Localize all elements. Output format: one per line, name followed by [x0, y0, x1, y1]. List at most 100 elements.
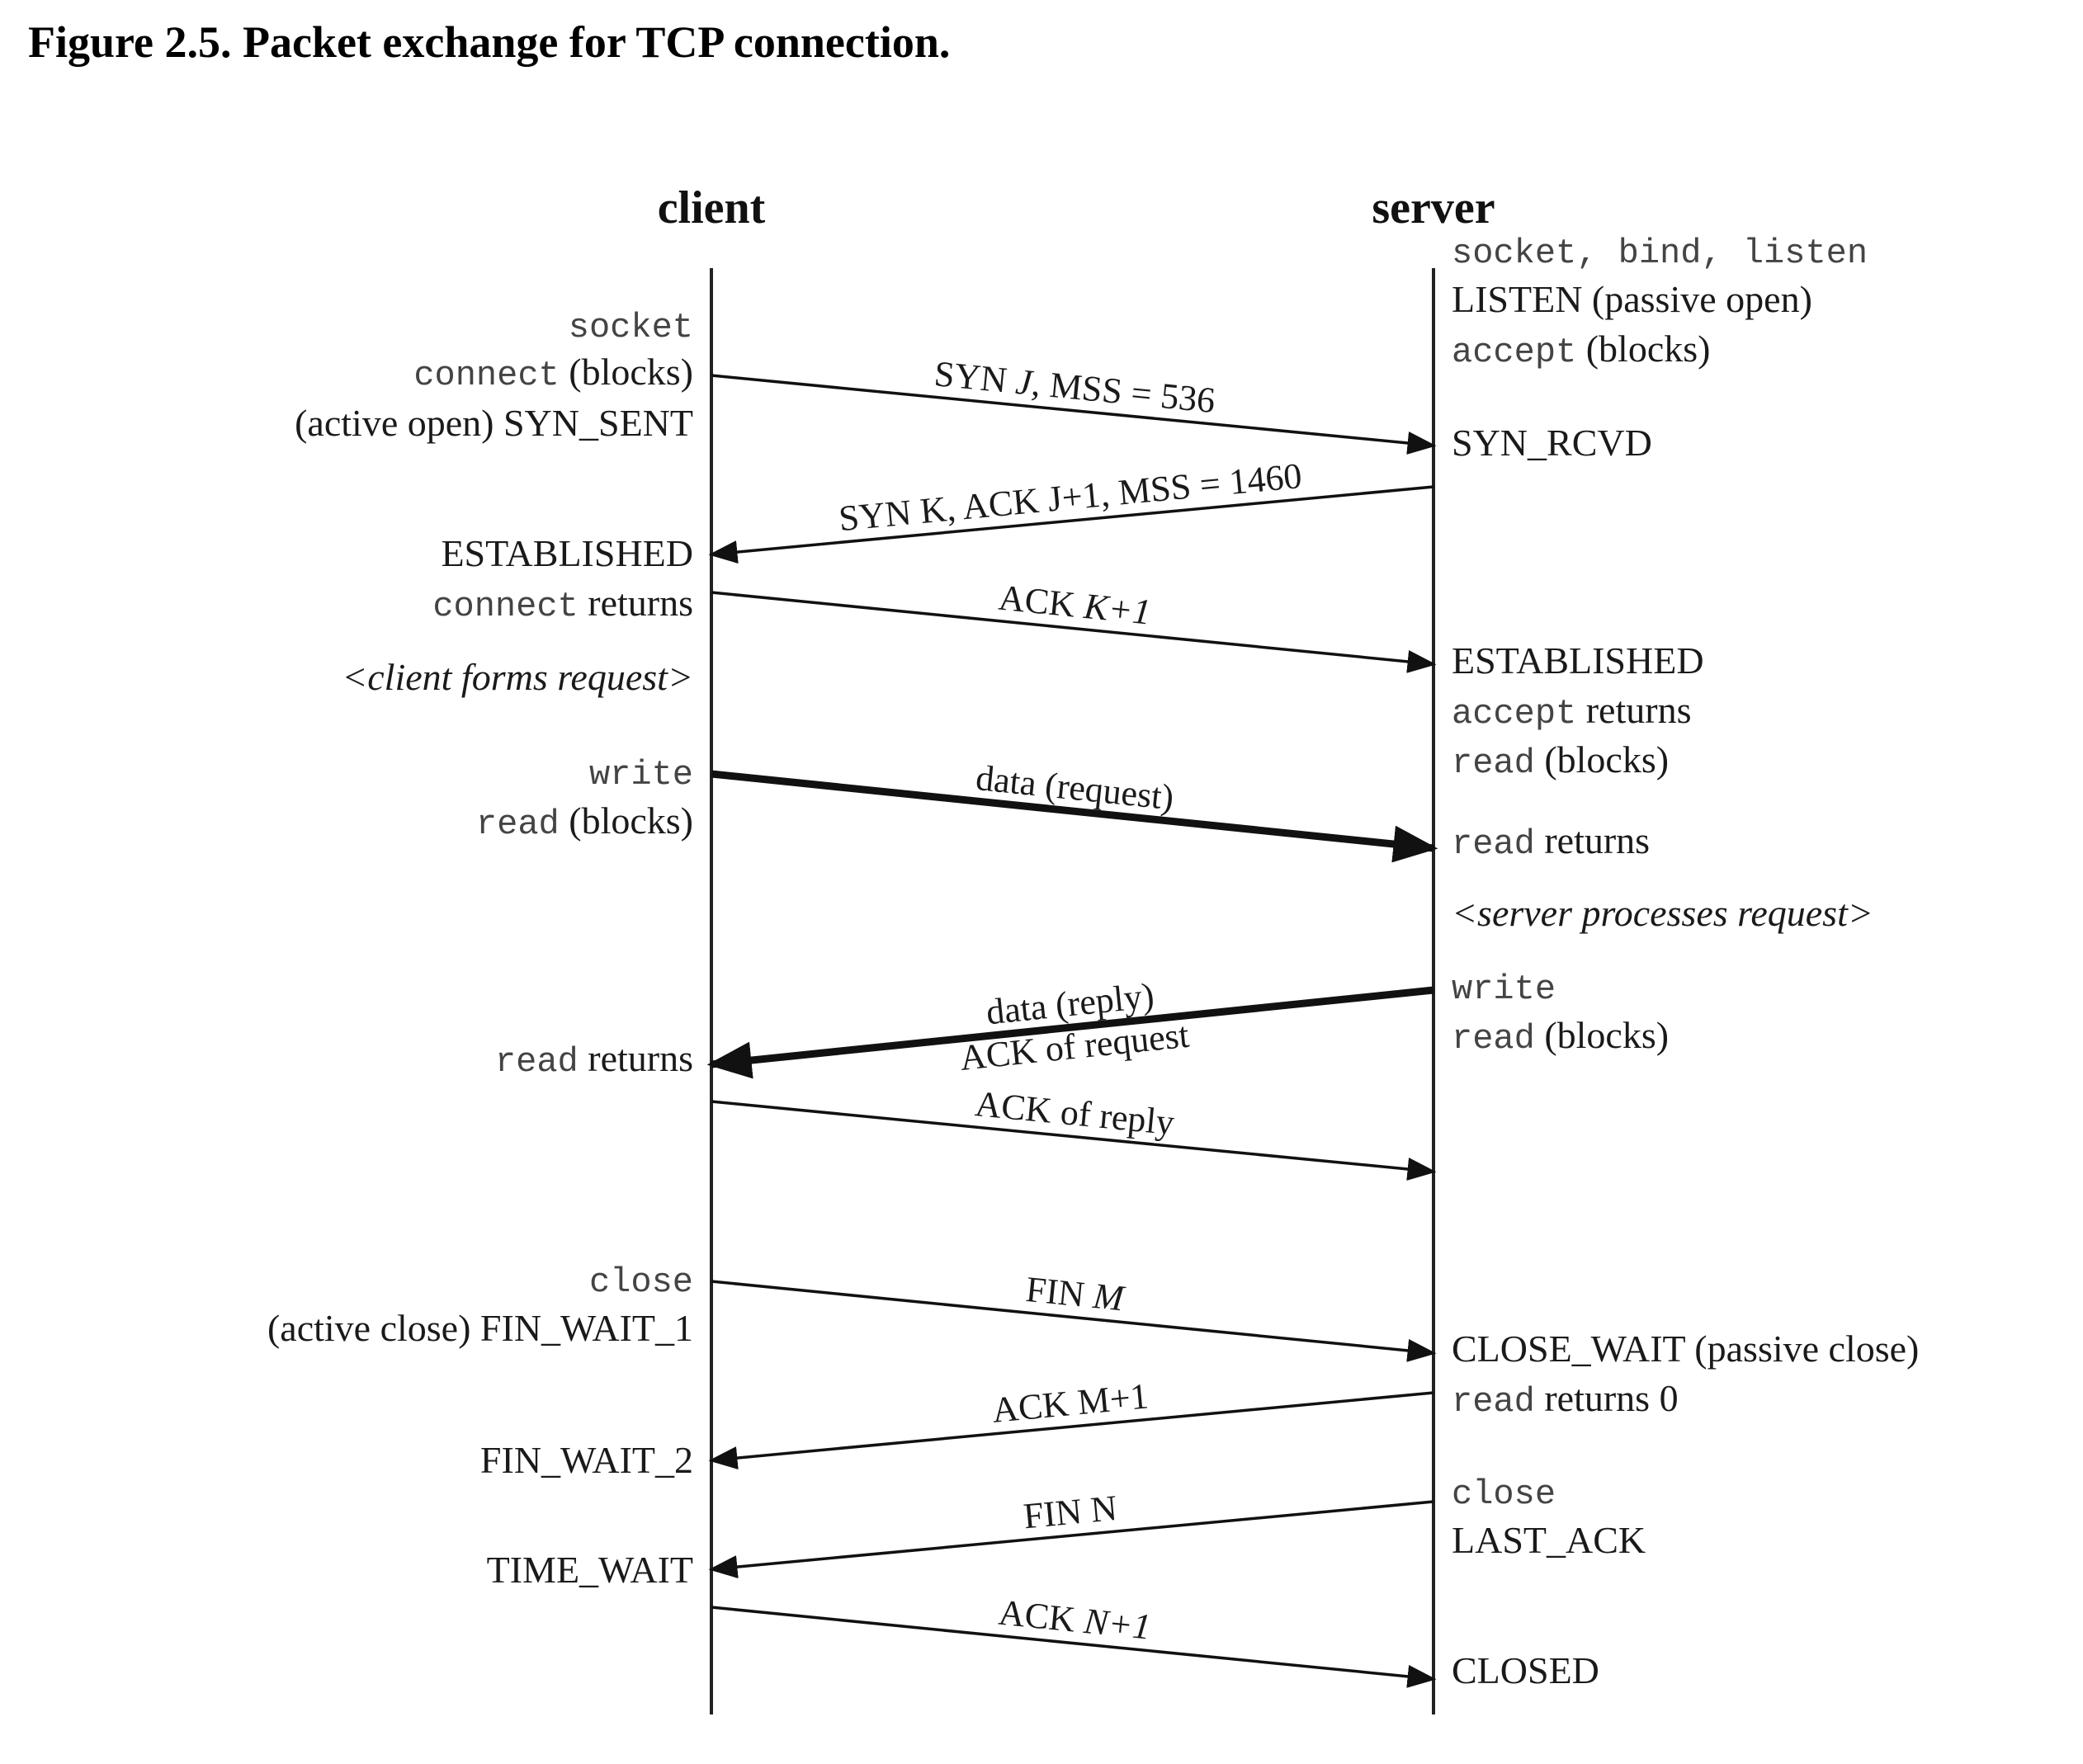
msg-syn-j-label-0-run-0: SYN — [933, 353, 1018, 401]
c-connect-returns-label: connect returns — [432, 582, 693, 626]
s-accept-returns-label: accept returns — [1452, 689, 1691, 733]
s-close-wait-label: CLOSE_WAIT (passive close) — [1452, 1328, 1919, 1370]
s-accept-returns-run-1: returns — [1576, 689, 1691, 731]
c-time-wait-run-0: TIME_WAIT — [487, 1549, 693, 1591]
msg-syn-k-label-0-run-0: SYN K, ACK J+1, MSS = 1460 — [837, 455, 1303, 539]
msg-syn-k-arrow — [708, 485, 1434, 564]
msg-syn-j-label-0-run-2: , MSS = 536 — [1030, 363, 1217, 421]
msg-ack-k1-label-0-run-0: ACK — [997, 578, 1086, 626]
s-socket-bind-listen-run-0: socket, bind, listen — [1452, 233, 1868, 273]
c-write-run-0: write — [589, 755, 693, 795]
c-read-blocks-label: read (blocks) — [476, 799, 693, 844]
s-accept-blocks-run-0: accept — [1452, 333, 1576, 372]
msg-ack-k1-arrow — [711, 591, 1437, 673]
c-close-run-0: close — [589, 1262, 693, 1302]
c-connect-returns-run-0: connect — [432, 587, 578, 626]
msg-ack-n1-label-0-run-1: N+1 — [1081, 1601, 1152, 1648]
s-read-returns-0-run-0: read — [1452, 1382, 1535, 1422]
s-read-blocks-1-run-1: (blocks) — [1535, 738, 1669, 781]
figure-title: Figure 2.5. Packet exchange for TCP conn… — [28, 17, 951, 67]
s-listen-run-0: LISTEN (passive open) — [1452, 278, 1812, 320]
s-syn-rcvd-run-0: SYN_RCVD — [1452, 422, 1652, 464]
c-close-label: close — [589, 1262, 693, 1302]
s-syn-rcvd-label: SYN_RCVD — [1452, 422, 1652, 464]
c-established-label: ESTABLISHED — [441, 532, 693, 574]
msg-fin-m-label: FIN M — [1024, 1269, 1127, 1319]
msg-ack-m1-arrow — [708, 1391, 1434, 1469]
msg-ack-k1-label: ACK K+1 — [997, 578, 1153, 633]
c-read-returns-label: read returns — [495, 1037, 693, 1082]
s-close-run-0: close — [1452, 1474, 1556, 1514]
msg-fin-n-label-0-run-0: FIN N — [1022, 1488, 1119, 1536]
s-read-blocks-1-label: read (blocks) — [1452, 738, 1669, 783]
s-closed-label: CLOSED — [1452, 1649, 1599, 1691]
msg-fin-m-label-0-run-0: FIN — [1024, 1269, 1095, 1316]
c-syn-sent-label: (active open) SYN_SENT — [295, 402, 693, 444]
msg-fin-m-arrow — [711, 1280, 1437, 1362]
c-forms-request-run-0: <client forms request> — [342, 656, 693, 698]
s-write-run-0: write — [1452, 969, 1556, 1009]
msg-fin-m-label-0-run-1: M — [1090, 1276, 1127, 1319]
msg-ack-reply-arrow — [711, 1100, 1437, 1181]
c-connect-run-1: (blocks) — [560, 351, 693, 393]
msg-data-request-arrow — [711, 770, 1438, 863]
c-fin-wait-2-run-0: FIN_WAIT_2 — [480, 1439, 693, 1481]
c-fin-wait-1-run-0: (active close) FIN_WAIT_1 — [267, 1307, 693, 1349]
c-write-label: write — [589, 755, 693, 795]
c-read-blocks-run-1: (blocks) — [560, 799, 693, 842]
c-fin-wait-1-label: (active close) FIN_WAIT_1 — [267, 1307, 693, 1349]
s-socket-bind-listen-label: socket, bind, listen — [1452, 233, 1868, 273]
s-processes-run-0: <server processes request> — [1452, 892, 1873, 934]
s-established-run-0: ESTABLISHED — [1452, 639, 1704, 682]
c-read-returns-run-1: returns — [579, 1037, 693, 1079]
s-accept-blocks-label: accept (blocks) — [1452, 328, 1710, 372]
msg-fin-n-label: FIN N — [1022, 1488, 1119, 1536]
s-last-ack-label: LAST_ACK — [1452, 1519, 1646, 1561]
c-fin-wait-2-label: FIN_WAIT_2 — [480, 1439, 693, 1481]
s-listen-label: LISTEN (passive open) — [1452, 278, 1812, 320]
c-syn-sent-run-0: (active open) SYN_SENT — [295, 402, 693, 444]
c-connect-run-0: connect — [413, 356, 559, 395]
s-processes-label: <server processes request> — [1452, 892, 1873, 934]
s-established-label: ESTABLISHED — [1452, 639, 1704, 682]
s-accept-blocks-run-1: (blocks) — [1576, 328, 1710, 370]
s-read-blocks-2-run-1: (blocks) — [1535, 1014, 1669, 1056]
c-forms-request-label: <client forms request> — [342, 656, 693, 698]
s-close-wait-run-0: CLOSE_WAIT (passive close) — [1452, 1328, 1919, 1370]
s-read-returns-0-run-1: returns 0 — [1535, 1377, 1679, 1419]
msg-data-reply-arrow — [706, 986, 1434, 1079]
s-last-ack-run-0: LAST_ACK — [1452, 1519, 1646, 1561]
s-read-returns-0-label: read returns 0 — [1452, 1377, 1679, 1422]
client-state-labels: socket connect (blocks) (active open) SYN_… — [267, 308, 693, 1591]
s-read-blocks-2-label: read (blocks) — [1452, 1014, 1669, 1059]
c-socket-run-0: socket — [569, 308, 693, 347]
s-read-blocks-2-run-0: read — [1452, 1019, 1535, 1059]
c-time-wait-label: TIME_WAIT — [487, 1549, 693, 1591]
client-heading: client — [658, 182, 766, 233]
msg-ack-n1-label-0-run-0: ACK — [997, 1592, 1086, 1641]
s-read-returns-run-1: returns — [1535, 819, 1650, 861]
s-read-returns-run-0: read — [1452, 824, 1535, 864]
msg-syn-j-arrow — [711, 374, 1437, 455]
msg-syn-k-label: SYN K, ACK J+1, MSS = 1460 — [837, 455, 1303, 539]
s-write-label: write — [1452, 969, 1556, 1009]
c-read-returns-run-0: read — [495, 1042, 579, 1082]
s-closed-run-0: CLOSED — [1452, 1649, 1599, 1691]
msg-fin-n-arrow — [708, 1500, 1434, 1578]
msg-ack-reply-label-0-run-0: ACK of reply — [973, 1083, 1176, 1143]
server-heading: server — [1372, 182, 1495, 233]
msg-ack-reply-label: ACK of reply — [973, 1083, 1176, 1143]
s-read-blocks-1-run-0: read — [1452, 743, 1535, 783]
c-connect-returns-run-1: returns — [579, 582, 693, 624]
c-connect-label: connect (blocks) — [413, 351, 693, 395]
s-read-returns-label: read returns — [1452, 819, 1650, 864]
c-socket-label: socket — [569, 308, 693, 347]
s-accept-returns-run-0: accept — [1452, 694, 1576, 733]
msg-ack-n1-label: ACK N+1 — [997, 1592, 1153, 1648]
s-close-label: close — [1452, 1474, 1556, 1514]
msg-ack-k1-label-0-run-1: K+1 — [1081, 586, 1152, 633]
msg-ack-n1-arrow — [711, 1606, 1437, 1688]
